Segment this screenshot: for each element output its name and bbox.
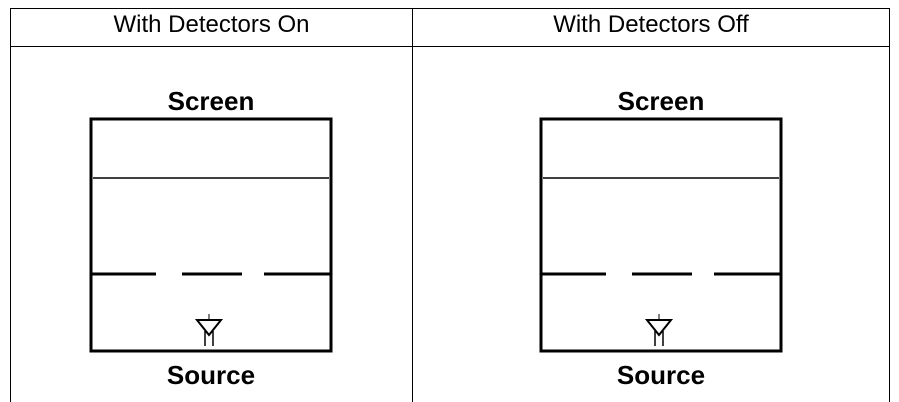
apparatus-box (89, 117, 333, 353)
source-label: Source (616, 360, 706, 390)
double-slit-apparatus-drawing (89, 117, 333, 353)
table-middle-border (412, 8, 413, 402)
table-left-border (10, 8, 11, 402)
header-detectors-on: With Detectors On (113, 11, 310, 38)
screen-label: Screen (167, 86, 255, 116)
apparatus-box (539, 117, 783, 353)
table-right-border (889, 8, 890, 402)
table-header-divider (10, 46, 890, 47)
diagram-detectors-on: Screen Source (86, 86, 336, 402)
source-label: Source (166, 360, 256, 390)
header-detectors-off: With Detectors Off (553, 11, 749, 38)
screen-label: Screen (617, 86, 705, 116)
double-slit-apparatus-drawing (539, 117, 783, 353)
diagram-detectors-off: Screen Source (536, 86, 786, 402)
source-emitter-icon (194, 314, 224, 346)
source-emitter-icon (644, 314, 674, 346)
table-top-border (10, 8, 890, 9)
